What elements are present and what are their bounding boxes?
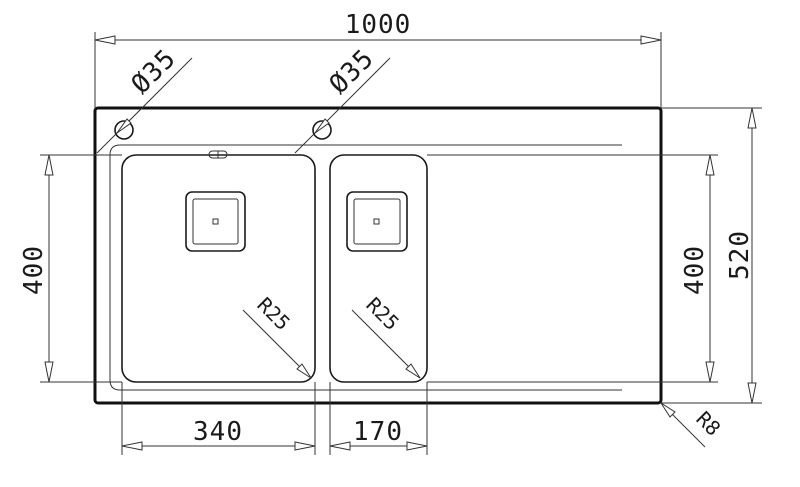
dim-main-bowl-width: 340 (121, 417, 316, 451)
small-bowl-depth-label: 400 (680, 245, 710, 295)
dim-tap-hole-2: Ø35 (294, 43, 391, 154)
sink-outline (93, 106, 663, 405)
tap-hole-2 (312, 120, 332, 140)
main-bowl-width-label: 340 (193, 417, 243, 447)
overall-depth-label: 520 (725, 230, 755, 280)
tap-hole-1-label: Ø35 (126, 43, 183, 100)
small-bowl (329, 154, 428, 383)
dim-main-bowl-depth: 400 (19, 154, 54, 383)
small-bowl-waste (346, 191, 408, 252)
main-bowl-waste (185, 191, 246, 252)
dim-small-bowl-radius: R25 (351, 293, 421, 379)
dim-small-bowl-depth: 400 (680, 154, 715, 383)
overall-width-label: 1000 (345, 10, 412, 40)
dim-main-bowl-radius: R25 (242, 293, 312, 379)
small-bowl-radius-label: R25 (361, 293, 404, 336)
main-bowl-depth-label: 400 (19, 245, 49, 295)
inner-rim (109, 144, 622, 391)
dim-small-bowl-width: 170 (329, 417, 428, 451)
dim-tap-hole-1: Ø35 (96, 43, 193, 154)
dim-overall-depth: 520 (725, 107, 757, 404)
dim-overall-width: 1000 (94, 10, 662, 45)
tap-hole-2-label: Ø35 (324, 43, 381, 100)
small-bowl-width-label: 170 (353, 417, 403, 447)
main-bowl-radius-label: R25 (252, 293, 295, 336)
dim-corner-radius: R8 (660, 402, 725, 448)
main-bowl (121, 154, 316, 383)
corner-radius-label: R8 (691, 407, 725, 441)
tap-hole-1 (114, 120, 134, 140)
